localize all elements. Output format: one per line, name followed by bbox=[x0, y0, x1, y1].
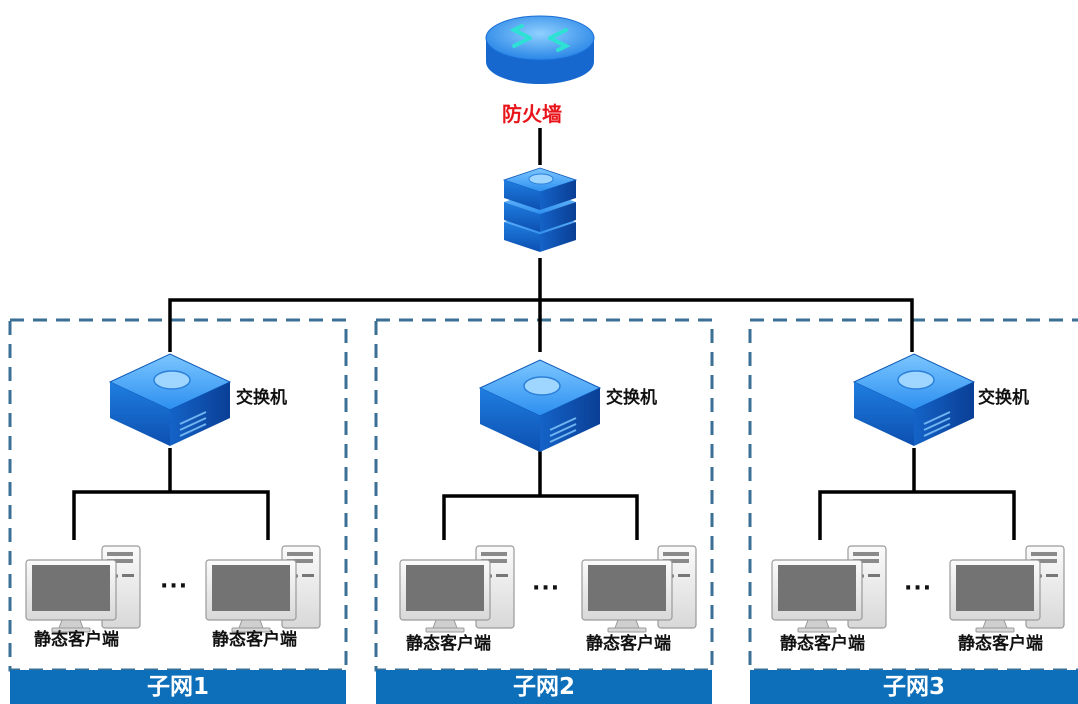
desktop-computer-icon bbox=[25, 545, 141, 633]
client-label: 静态客户端 bbox=[586, 634, 671, 654]
switch-label: 交换机 bbox=[978, 388, 1029, 408]
switch-icon bbox=[853, 353, 975, 447]
subnet-1-title: 子网1 bbox=[10, 670, 346, 704]
subnet-3-title: 子网3 bbox=[750, 670, 1078, 704]
ellipsis: ··· bbox=[532, 576, 561, 601]
client-label: 静态客户端 bbox=[958, 634, 1043, 654]
ellipsis: ··· bbox=[160, 574, 189, 599]
switch-label: 交换机 bbox=[606, 388, 657, 408]
desktop-computer-icon bbox=[399, 545, 515, 633]
client-label: 静态客户端 bbox=[780, 634, 865, 654]
subnet-2-title: 子网2 bbox=[376, 670, 712, 704]
client-label: 静态客户端 bbox=[34, 630, 119, 650]
firewall-label: 防火墙 bbox=[502, 102, 562, 126]
desktop-computer-icon bbox=[581, 545, 697, 633]
core-switch-icon bbox=[502, 167, 578, 252]
desktop-computer-icon bbox=[771, 545, 887, 633]
connection-lines bbox=[72, 128, 1016, 540]
client-label: 静态客户端 bbox=[212, 630, 297, 650]
desktop-computer-icon bbox=[949, 545, 1065, 633]
router-icon bbox=[485, 15, 595, 84]
ellipsis: ··· bbox=[904, 576, 933, 601]
desktop-computer-icon bbox=[205, 545, 321, 633]
switch-icon bbox=[479, 359, 601, 453]
switch-icon bbox=[109, 353, 231, 447]
client-label: 静态客户端 bbox=[406, 634, 491, 654]
switch-label: 交换机 bbox=[236, 388, 287, 408]
